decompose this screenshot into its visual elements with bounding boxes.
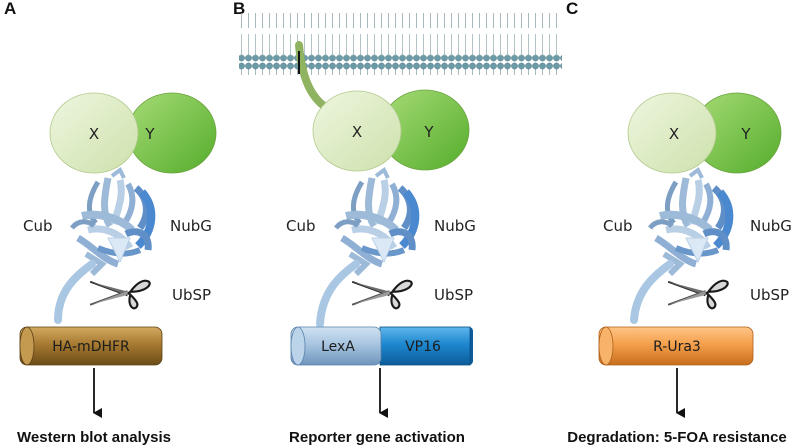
ubsp-label: UbSP (750, 286, 789, 304)
vp16-label: VP16 (405, 339, 441, 355)
ubiquitin-ribbon-icon (336, 170, 415, 274)
cub-label: Cub (603, 217, 633, 235)
scissors-icon (667, 279, 729, 310)
reporter-ha-mdhfr: HA-mDHFR (19, 326, 163, 366)
nubg-label: NubG (750, 217, 792, 235)
protein-x (627, 92, 717, 174)
bait-prey-proteins: X Y (627, 92, 782, 174)
panel-b: B X Y Cub NubG UbSP LexA VP16 Report (233, 0, 562, 446)
reporter-label: R-Ura3 (653, 339, 701, 355)
cub-label: Cub (286, 217, 316, 235)
linker (54, 260, 96, 324)
panel-c: C X Y Cub NubG UbSP R-Ura3 Degradation: … (566, 0, 792, 446)
lipid-bilayer-icon (239, 13, 562, 75)
protein-y-label: Y (740, 125, 751, 143)
panel-a: A X Y Cub NubG UbSP HA-mDHFR Western blo… (4, 0, 217, 446)
cub-label: Cub (23, 217, 53, 235)
protein-x-label: X (352, 123, 362, 141)
readout-label: Western blot analysis (17, 429, 171, 446)
protein-y-label: Y (144, 125, 155, 143)
bait-prey-proteins: X Y (312, 89, 470, 172)
reporter-lexa-vp16: LexA VP16 (290, 326, 473, 366)
readout-label: Reporter gene activation (289, 429, 465, 446)
readout-label: Degradation: 5-FOA resistance (567, 429, 787, 446)
nubg-label: NubG (170, 217, 212, 235)
panel-letter: A (4, 0, 16, 18)
linker (630, 260, 674, 324)
panel-letter: C (566, 0, 578, 18)
protein-x (49, 92, 139, 174)
protein-y (127, 92, 217, 174)
protein-x (312, 90, 402, 172)
ubiquitin-ribbon-icon (72, 170, 151, 274)
ubsp-label: UbSP (434, 286, 473, 304)
protein-x-label: X (89, 125, 99, 143)
lexa-label: LexA (321, 339, 355, 355)
linker (316, 260, 360, 328)
ubiquitin-ribbon-icon (650, 170, 729, 274)
nubg-label: NubG (434, 217, 476, 235)
ubsp-label: UbSP (172, 286, 211, 304)
reporter-r-ura3: R-Ura3 (598, 326, 754, 366)
scissors-icon (89, 279, 151, 310)
scissors-icon (351, 279, 413, 310)
reporter-label: HA-mDHFR (52, 339, 130, 355)
protein-x-label: X (669, 125, 679, 143)
bait-prey-proteins: X Y (49, 92, 217, 174)
protein-y-label: Y (423, 123, 434, 141)
